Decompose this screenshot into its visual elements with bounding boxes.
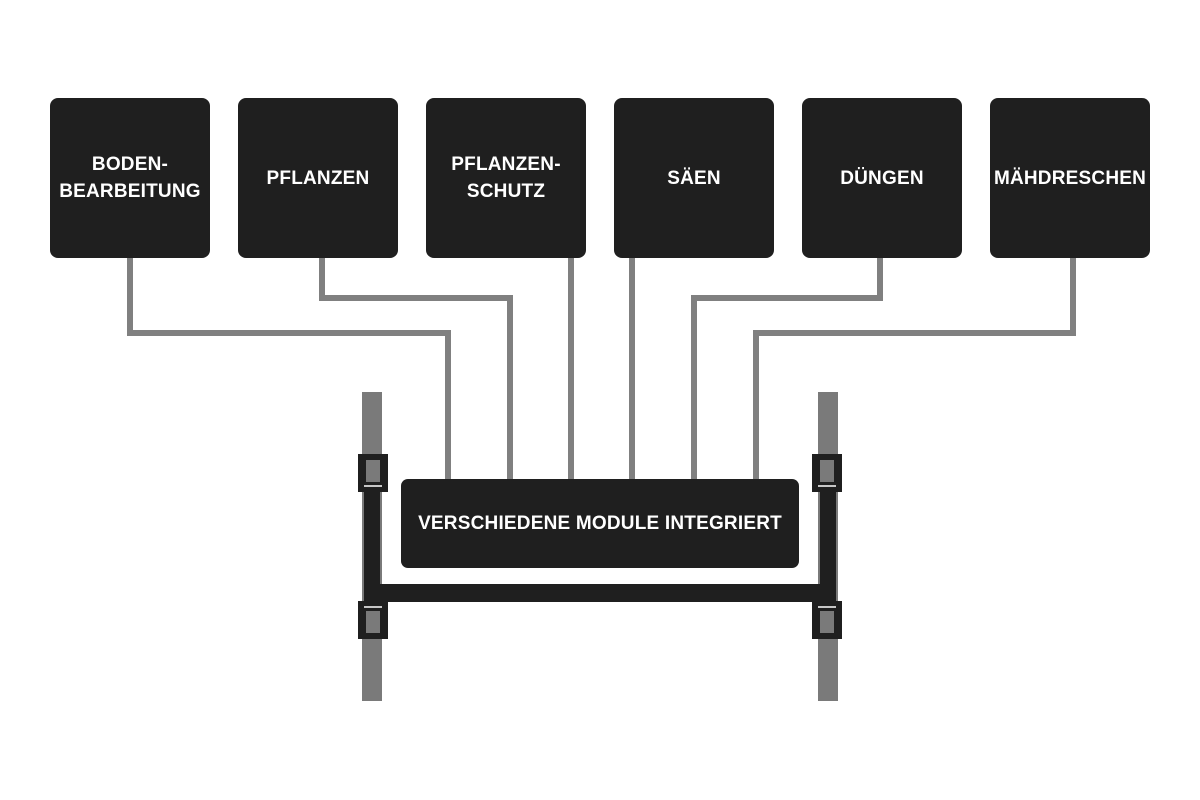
- module-label: PFLANZEN- SCHUTZ: [451, 154, 561, 202]
- frame-crossbar: [364, 584, 836, 602]
- module-label: DÜNGEN: [840, 167, 924, 189]
- module-saeen: SÄEN: [614, 98, 774, 258]
- module-pflanzenschutz: PFLANZEN- SCHUTZ: [426, 98, 586, 258]
- module-label: SÄEN: [667, 167, 721, 189]
- module-pflanzen: PFLANZEN: [238, 98, 398, 258]
- connector-lines: [127, 258, 1076, 480]
- module-duengen: DÜNGEN: [802, 98, 962, 258]
- hub-bottom-right: [812, 601, 842, 639]
- hub-bottom-left: [358, 601, 388, 639]
- module-label: BODEN- BEARBEITUNG: [59, 154, 201, 202]
- connector-bodenbearbeitung: [127, 258, 451, 480]
- module-label: MÄHDRESCHEN: [993, 167, 1147, 189]
- central-module-label: VERSCHIEDENE MODULE INTEGRIERT: [418, 512, 782, 534]
- frame-beam-left: [364, 488, 380, 612]
- vehicle-chassis: [358, 392, 842, 701]
- module-maehdreschen: MÄHDRESCHEN: [990, 98, 1150, 258]
- hub-top-left: [358, 454, 388, 492]
- frame-beam-right: [820, 488, 836, 612]
- module-label: PFLANZEN: [266, 167, 370, 189]
- module-bodenbearbeitung: BODEN- BEARBEITUNG: [50, 98, 210, 258]
- central-module-box: VERSCHIEDENE MODULE INTEGRIERT: [401, 479, 799, 568]
- connector-duengen: [691, 258, 883, 480]
- connector-maehdreschen: [753, 258, 1076, 480]
- hub-top-right: [812, 454, 842, 492]
- connector-pflanzen: [319, 258, 513, 480]
